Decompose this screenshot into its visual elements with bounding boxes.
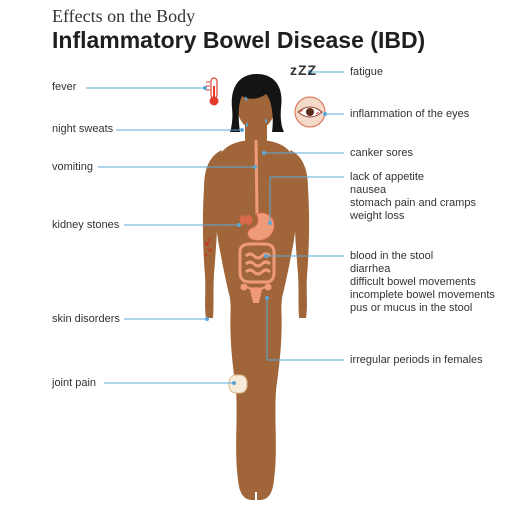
label-vomiting: vomiting [52,161,93,173]
label-kidney-stones: kidney stones [52,219,120,231]
kidneys-organ [239,215,253,225]
hair [230,74,284,132]
label-fever: fever [52,81,77,93]
inflamed-eye-icon [294,96,326,128]
body-silhouette [202,82,310,500]
uterus-organ [240,283,272,303]
label-nausea: nausea [350,184,387,196]
knee-joint-icon [228,374,248,394]
label-skin-disorders: skin disorders [52,313,120,325]
supertitle: Effects on the Body [52,6,196,26]
label-night-sweats: night sweats [52,123,114,135]
stomach-organ [247,212,275,241]
sleep-zzz-icon: zZZ [290,62,318,78]
label-lack-of-appetite: lack of appetite [350,171,424,183]
skin-rash-icon [204,238,212,257]
label-diarrhea: diarrhea [350,263,391,275]
label-difficult-bowel: difficult bowel movements [350,276,476,288]
leader-lines [86,71,344,384]
leader-dots [203,70,327,385]
page-title: Inflammatory Bowel Disease (IBD) [52,27,426,53]
label-irregular-periods: irregular periods in females [350,354,483,366]
label-joint-pain: joint pain [52,377,97,389]
label-fatigue: fatigue [350,66,384,78]
sweat-drops-icon [245,96,267,127]
label-weight-loss: weight loss [350,210,405,222]
label-blood-in-stool: blood in the stool [350,250,434,262]
esophagus [254,139,259,216]
label-incomplete-bowel: incomplete bowel movements [350,289,495,301]
label-pus-mucus: pus or mucus in the stool [350,302,473,314]
label-canker-sores: canker sores [350,147,413,159]
label-stomach-pain: stomach pain and cramps [350,197,476,209]
thermometer-icon [206,77,219,106]
label-eye-inflammation: inflammation of the eyes [350,108,470,120]
